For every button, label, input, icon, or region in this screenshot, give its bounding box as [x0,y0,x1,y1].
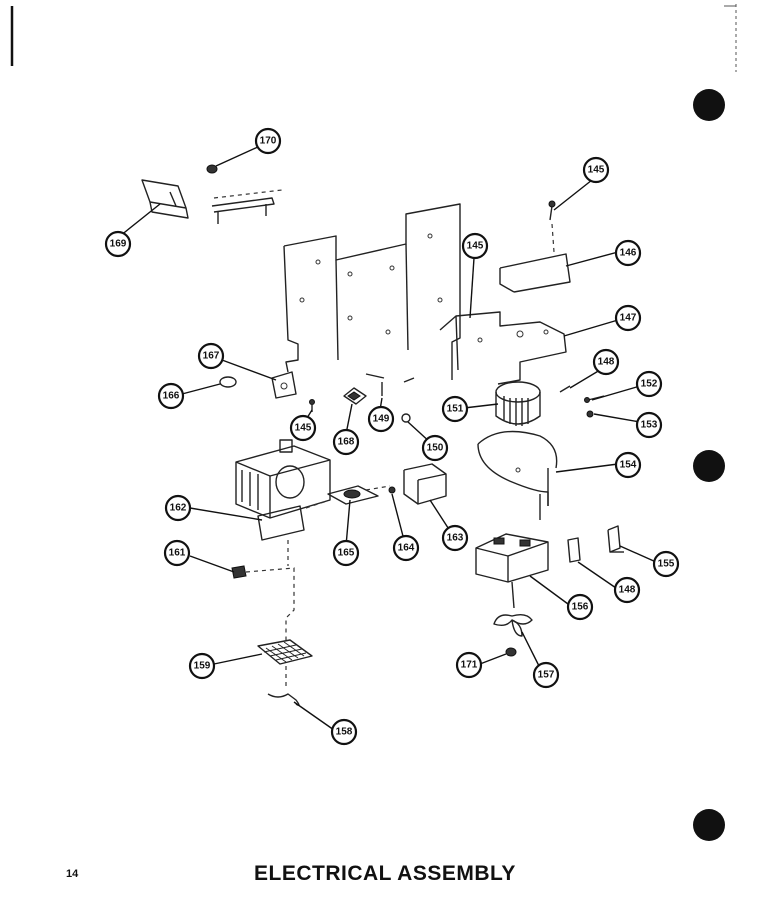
part-171-nut [505,647,517,657]
callout-150: 150 [421,434,449,462]
part-161-plug [231,565,247,579]
part-148-screw-a [559,385,571,393]
part-163-bracket [403,463,447,505]
part-170-clip [206,164,218,174]
svg-text:147: 147 [620,313,637,324]
binder-hole-bottom [693,809,725,841]
dashed-connector-169 [213,189,283,199]
svg-text:163: 163 [447,533,464,544]
part-157-fan-blade [493,613,533,637]
callout-166: 166 [157,382,185,410]
part-146-147-bracket [439,253,571,385]
part-145-screw [548,200,556,221]
svg-text:151: 151 [447,404,464,415]
svg-text:158: 158 [336,727,353,738]
callout-171: 171 [455,651,483,679]
callout-155: 155 [652,550,680,578]
part-168-block [343,387,367,405]
leader-lines [119,145,657,731]
svg-text:161: 161 [169,548,186,559]
callout-165: 165 [332,539,360,567]
part-169-rail [211,197,275,224]
dashed-connector-145 [551,223,555,253]
page-number: 14 [66,868,79,880]
svg-text:169: 169 [110,239,127,250]
callout-158: 158 [330,718,358,746]
svg-text:145: 145 [467,241,484,252]
callout-145-center: 145 [461,232,489,260]
svg-text:165: 165 [338,548,355,559]
callout-148-lower: 148 [613,576,641,604]
svg-text:153: 153 [641,420,658,431]
svg-text:155: 155 [658,559,675,570]
part-164-screw [388,486,396,494]
part-149-bracket [567,537,581,563]
svg-text:146: 146 [620,248,637,259]
callout-167: 167 [197,342,225,370]
callout-145-top-right: 145 [582,156,610,184]
svg-text:149: 149 [373,414,390,425]
svg-text:162: 162 [170,503,187,514]
svg-text:157: 157 [538,670,555,681]
callout-152: 152 [635,370,663,398]
svg-text:154: 154 [620,460,637,471]
part-151-capacitor [495,381,541,426]
callout-164: 164 [392,534,420,562]
svg-text:152: 152 [641,379,658,390]
callout-169: 169 [104,230,132,258]
part-166-ring [219,376,237,388]
callout-156: 156 [566,593,594,621]
binder-hole-middle [693,450,725,482]
part-162-magnetron [235,439,331,541]
callout-154: 154 [614,451,642,479]
callout-168: 168 [332,428,360,456]
main-chassis-panel [283,203,461,383]
svg-text:159: 159 [194,661,211,672]
svg-text:170: 170 [260,136,277,147]
part-150-nut [401,413,411,423]
part-155-bracket [607,525,624,553]
svg-text:145: 145 [588,165,605,176]
callout-151: 151 [441,395,469,423]
svg-text:148: 148 [619,585,636,596]
svg-text:168: 168 [338,437,355,448]
part-159-filter [257,639,313,665]
dashed-connector-161 [245,567,295,640]
svg-text:171: 171 [461,660,478,671]
callout-147: 147 [614,304,642,332]
page-title: ELECTRICAL ASSEMBLY [254,862,516,885]
svg-text:148: 148 [598,357,615,368]
callout-162: 162 [164,494,192,522]
part-158-clip [267,693,300,707]
svg-text:145: 145 [295,423,312,434]
callout-170: 170 [254,127,282,155]
callout-146: 146 [614,239,642,267]
svg-text:166: 166 [163,391,180,402]
callout-163: 163 [441,524,469,552]
svg-text:156: 156 [572,602,589,613]
dashed-connector-164 [365,485,391,491]
callout-149-upper: 149 [367,405,395,433]
svg-text:164: 164 [398,543,415,554]
part-153-screw [586,410,594,418]
callout-153: 153 [635,411,663,439]
svg-text:167: 167 [203,351,220,362]
binder-hole-top [693,89,725,121]
callout-148-upper: 148 [592,348,620,376]
part-156-motor [475,533,549,609]
part-169-bracket [141,179,189,219]
callout-159: 159 [188,652,216,680]
svg-text:150: 150 [427,443,444,454]
part-154-bracket [477,430,558,520]
part-165-thermostat [327,485,379,505]
part-167-bracket [271,371,297,399]
callout-161: 161 [163,539,191,567]
callout-157: 157 [532,661,560,689]
callout-145-left: 145 [289,414,317,442]
